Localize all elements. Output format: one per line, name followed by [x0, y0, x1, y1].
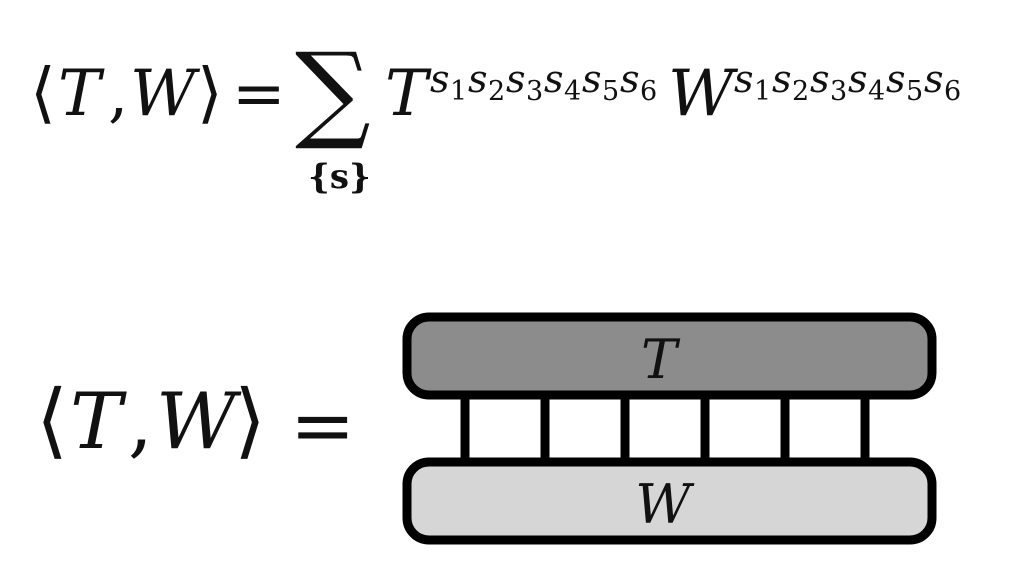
tensor-w-index-s-2: s: [772, 57, 792, 101]
tensor-w-index-s-5: s: [886, 57, 906, 101]
tensor-t-index-s-3: s: [506, 57, 526, 101]
tensor-t-index-s-4: s: [544, 57, 564, 101]
tensor-w-index-subscript-6: 6: [944, 76, 961, 107]
tensor-w-index-subscript-1: 1: [754, 76, 771, 107]
tensor-t-index-s-5: s: [582, 57, 602, 101]
tensor-t-index-s-1: s: [430, 57, 450, 101]
tensor-w-index-s-1: s: [734, 57, 754, 101]
tensor-w-index-s-4: s: [848, 57, 868, 101]
bond-lines: [460, 390, 870, 467]
tensor-t-index-subscript-3: 3: [526, 76, 543, 107]
tensor-t-index-subscript-4: 4: [564, 76, 581, 107]
tensor-w-index-s-3: s: [810, 57, 830, 101]
tensor-t-index-subscript-1: 1: [450, 76, 467, 107]
summation-index: {s}: [308, 157, 371, 197]
formula-comma: ,: [108, 57, 128, 131]
diagram-comma: ,: [128, 377, 153, 467]
tensor-w-label: W: [635, 473, 695, 536]
tensor-t-index-subscript-5: 5: [602, 76, 619, 107]
tensor-t-index-subscript-6: 6: [640, 76, 657, 107]
summation-symbol: ∑: [295, 30, 371, 153]
tensor-t-index-subscript-2: 2: [488, 76, 505, 107]
diagram-lhs-tensor-t: T: [70, 377, 127, 467]
diagram-equals: =: [290, 381, 355, 471]
tensor-w-index-subscript-2: 2: [792, 76, 809, 107]
formula-tensor-w: W: [130, 57, 201, 131]
tensor-w-index-subscript-3: 3: [830, 76, 847, 107]
formula-close-bracket: ⟩: [197, 54, 223, 131]
diagram-lhs-formula: ⟨ T , W ⟩ =: [36, 373, 355, 471]
tensor-network-diagram: T W: [402, 312, 937, 545]
term-tensor-t: T: [385, 57, 432, 131]
diagram-close-bracket: ⟩: [234, 373, 266, 468]
term-tensor-w: W: [668, 57, 739, 131]
tensor-w-index-s-6: s: [924, 57, 944, 101]
tensor-w-box: [402, 457, 937, 545]
tensor-t-label: T: [641, 328, 681, 391]
formula-equals: =: [232, 57, 286, 131]
tensor-w-index-subscript-4: 4: [868, 76, 885, 107]
diagram-open-bracket: ⟨: [36, 373, 68, 468]
tensor-w-index-subscript-5: 5: [906, 76, 923, 107]
tensor-t-index-s-6: s: [620, 57, 640, 101]
formula-tensor-t: T: [58, 57, 105, 131]
diagram-lhs-tensor-w: W: [156, 377, 242, 467]
tensor-t-box: [402, 312, 937, 400]
tensor-t-index-s-2: s: [468, 57, 488, 101]
formula-open-bracket: ⟨: [30, 54, 56, 131]
